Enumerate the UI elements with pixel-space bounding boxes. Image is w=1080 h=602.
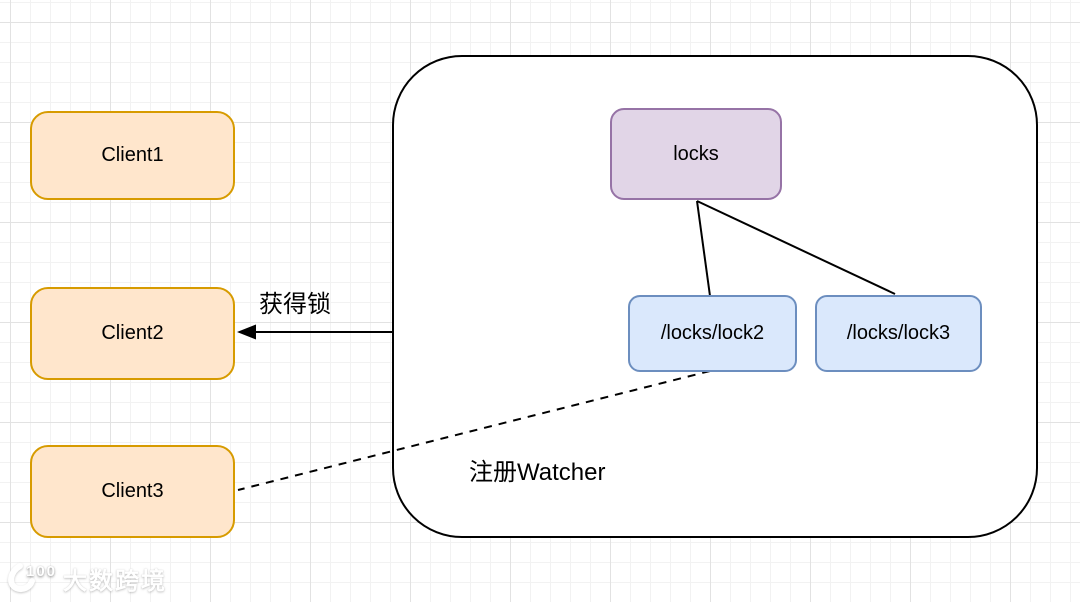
node-locks-root-label: locks — [673, 142, 719, 165]
watermark: 100 大数跨境 — [6, 560, 167, 596]
node-client1: Client1 — [30, 111, 235, 200]
edge-acquire-lock-arrowhead — [237, 324, 256, 340]
node-client1-label: Client1 — [101, 144, 164, 166]
brand-swoosh-icon: 100 — [8, 563, 57, 593]
node-locks-root: locks — [610, 108, 782, 200]
node-locks-lock2-label: /locks/lock2 — [660, 322, 765, 344]
brand-icon-text: 100 — [26, 563, 57, 580]
node-locks-lock3-label: /locks/lock3 — [846, 322, 951, 344]
node-locks-lock3: /locks/lock3 — [815, 295, 982, 372]
node-client2: Client2 — [30, 287, 235, 380]
watermark-brand-text: 大数跨境 — [63, 567, 167, 595]
node-client3-label: Client3 — [101, 480, 164, 502]
node-client3: Client3 — [30, 445, 235, 538]
acquire-lock-label: 获得锁 — [259, 291, 331, 318]
node-locks-lock2: /locks/lock2 — [628, 295, 797, 372]
register-watcher-label: 注册Watcher — [469, 459, 606, 486]
node-client2-label: Client2 — [101, 322, 164, 344]
